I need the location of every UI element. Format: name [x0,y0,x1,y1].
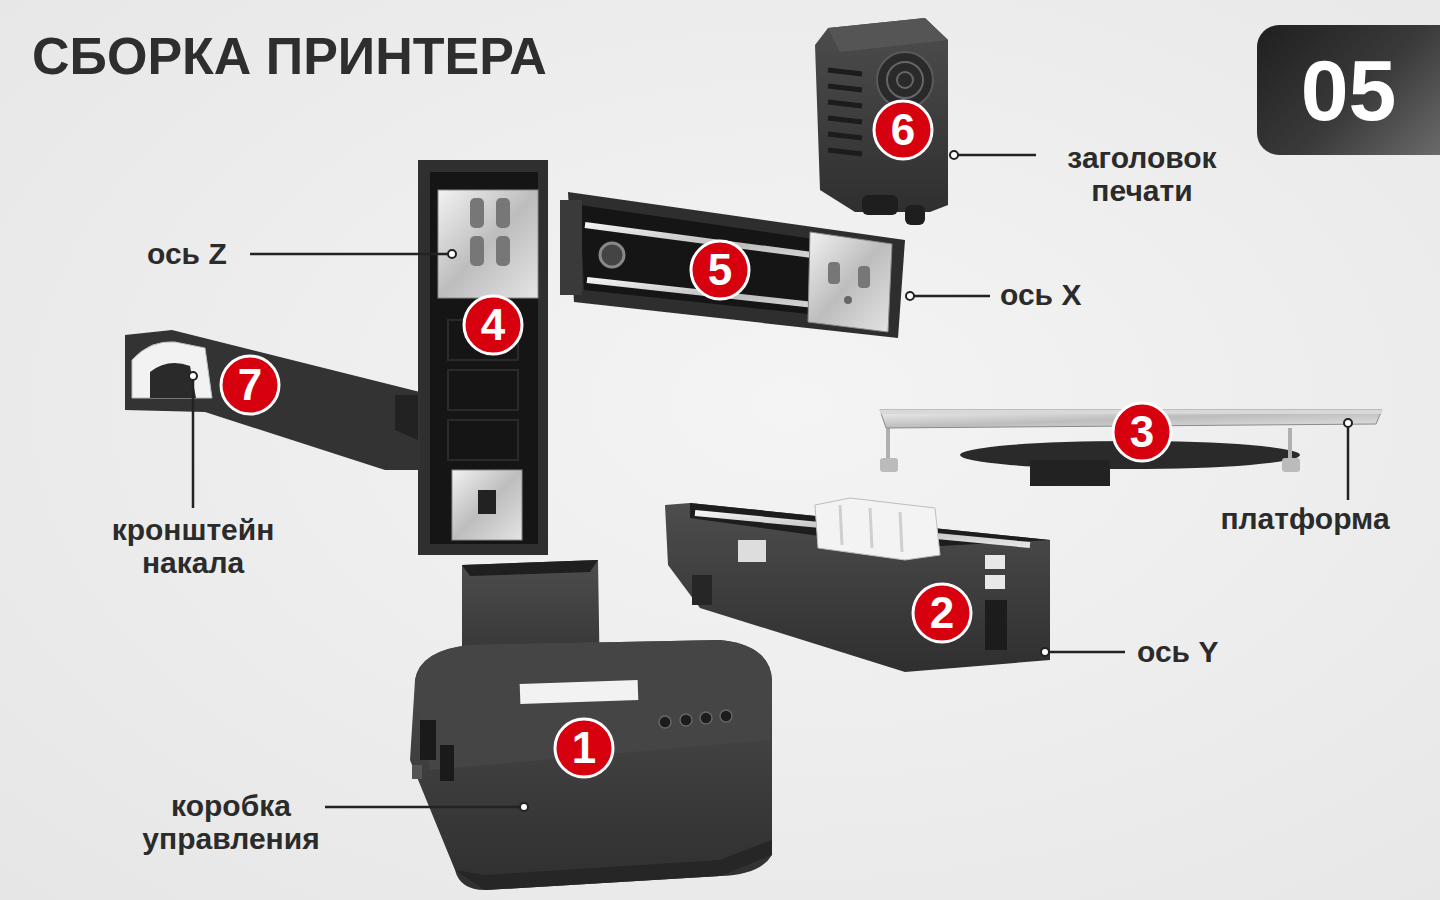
control-box-figure [410,560,772,890]
page-title: СБОРКА ПРИНТЕРА [32,26,547,86]
callout-number: 7 [238,360,262,410]
callout-circle: 6 [872,99,934,161]
callout-number: 5 [708,245,732,295]
leader-lines [193,155,1348,807]
callout-circle: 3 [1111,401,1173,463]
callout-number: 4 [481,300,505,350]
callout-number: 1 [572,723,596,773]
callout-number: 3 [1130,407,1154,457]
badge-number: 05 [1301,47,1397,133]
callout-circle: 4 [462,294,524,356]
part-label: ось Z [147,237,267,270]
part-label: платформа [1195,502,1415,535]
filament-bracket-figure [125,330,420,470]
callout-circle: 2 [911,582,973,644]
part-label: ось X [1000,278,1120,311]
callout-number: 2 [930,588,954,638]
part-label: коробка управления [116,789,346,855]
part-label: кронштейн накала [78,513,308,579]
part-label: заголовок печати [1037,141,1247,207]
part-label: ось Y [1137,635,1257,668]
section-badge: 05 [1257,25,1440,155]
leader-dots [189,151,1352,811]
callout-circle: 7 [219,354,281,416]
z-axis-figure [418,160,548,555]
callout-number: 6 [891,105,915,155]
x-axis-figure [560,192,905,338]
callout-circle: 5 [689,239,751,301]
print-head-figure [815,18,948,225]
callout-circle: 1 [553,717,615,779]
